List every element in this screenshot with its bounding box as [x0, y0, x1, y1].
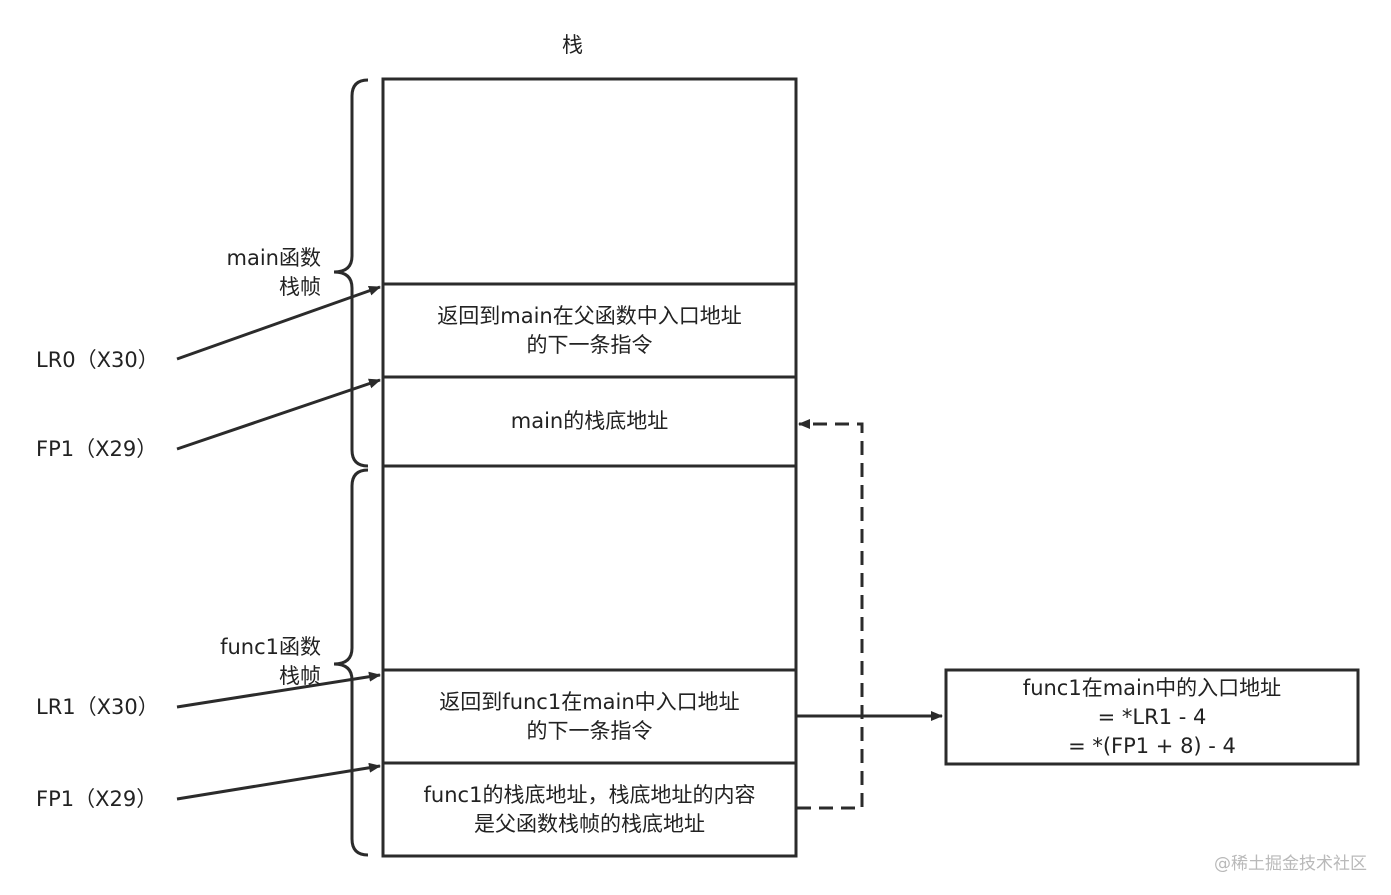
cell-func1-return-line2: 的下一条指令 — [526, 718, 653, 743]
lr0-label: LR0（X30） — [36, 348, 159, 372]
lr0-arrow — [176, 285, 381, 361]
fp1-top-arrow — [176, 378, 381, 451]
fp1-bottom-label: FP1（X29） — [36, 787, 158, 811]
main-frame-label: main函数 栈帧 — [227, 244, 321, 302]
main-frame-brace — [333, 78, 369, 468]
func1-frame-label-line2: 栈帧 — [279, 664, 321, 688]
result-box-line2: = *LR1 - 4 — [1097, 704, 1207, 729]
cell-func1-base-line1: func1的栈底地址，栈底地址的内容 — [423, 782, 756, 807]
cell-func1-return-line1: 返回到func1在main中入口地址 — [439, 689, 740, 714]
watermark: @稀土掘金技术社区 — [1214, 854, 1367, 874]
fp1-top-label: FP1（X29） — [36, 437, 158, 461]
cell-main-return: 返回到main在父函数中入口地址 的下一条指令 — [385, 286, 794, 375]
cell-main-return-line2: 的下一条指令 — [526, 332, 653, 357]
cell-main-return-line1: 返回到main在父函数中入口地址 — [437, 303, 742, 328]
dashed-link-arrow — [797, 419, 864, 810]
main-frame-label-line1: main函数 — [226, 246, 321, 270]
func1-frame-label-line1: func1函数 — [220, 635, 321, 659]
fp1-bottom-arrow — [176, 762, 381, 801]
func1-frame-brace — [333, 468, 369, 857]
main-frame-label-line2: 栈帧 — [279, 275, 321, 299]
cell-main-base-line1: main的栈底地址 — [510, 409, 669, 433]
result-box-text: func1在main中的入口地址 = *LR1 - 4 = *(FP1 + 8)… — [948, 672, 1356, 762]
stack-title: 栈 — [562, 33, 583, 57]
cell-main-base: main的栈底地址 — [385, 379, 794, 464]
lr1-arrow — [176, 671, 381, 709]
func1-frame-label: func1函数 栈帧 — [220, 633, 321, 691]
result-box-line1: func1在main中的入口地址 — [1022, 675, 1282, 700]
result-box-line3: = *(FP1 + 8) - 4 — [1068, 733, 1236, 758]
cell-func1-base-line2: 是父函数栈帧的栈底地址 — [474, 811, 705, 836]
lr1-label: LR1（X30） — [36, 695, 159, 719]
result-box — [944, 668, 1360, 766]
cell-func1-base: func1的栈底地址，栈底地址的内容 是父函数栈帧的栈底地址 — [385, 765, 794, 854]
cell-func1-return: 返回到func1在main中入口地址 的下一条指令 — [385, 672, 794, 761]
